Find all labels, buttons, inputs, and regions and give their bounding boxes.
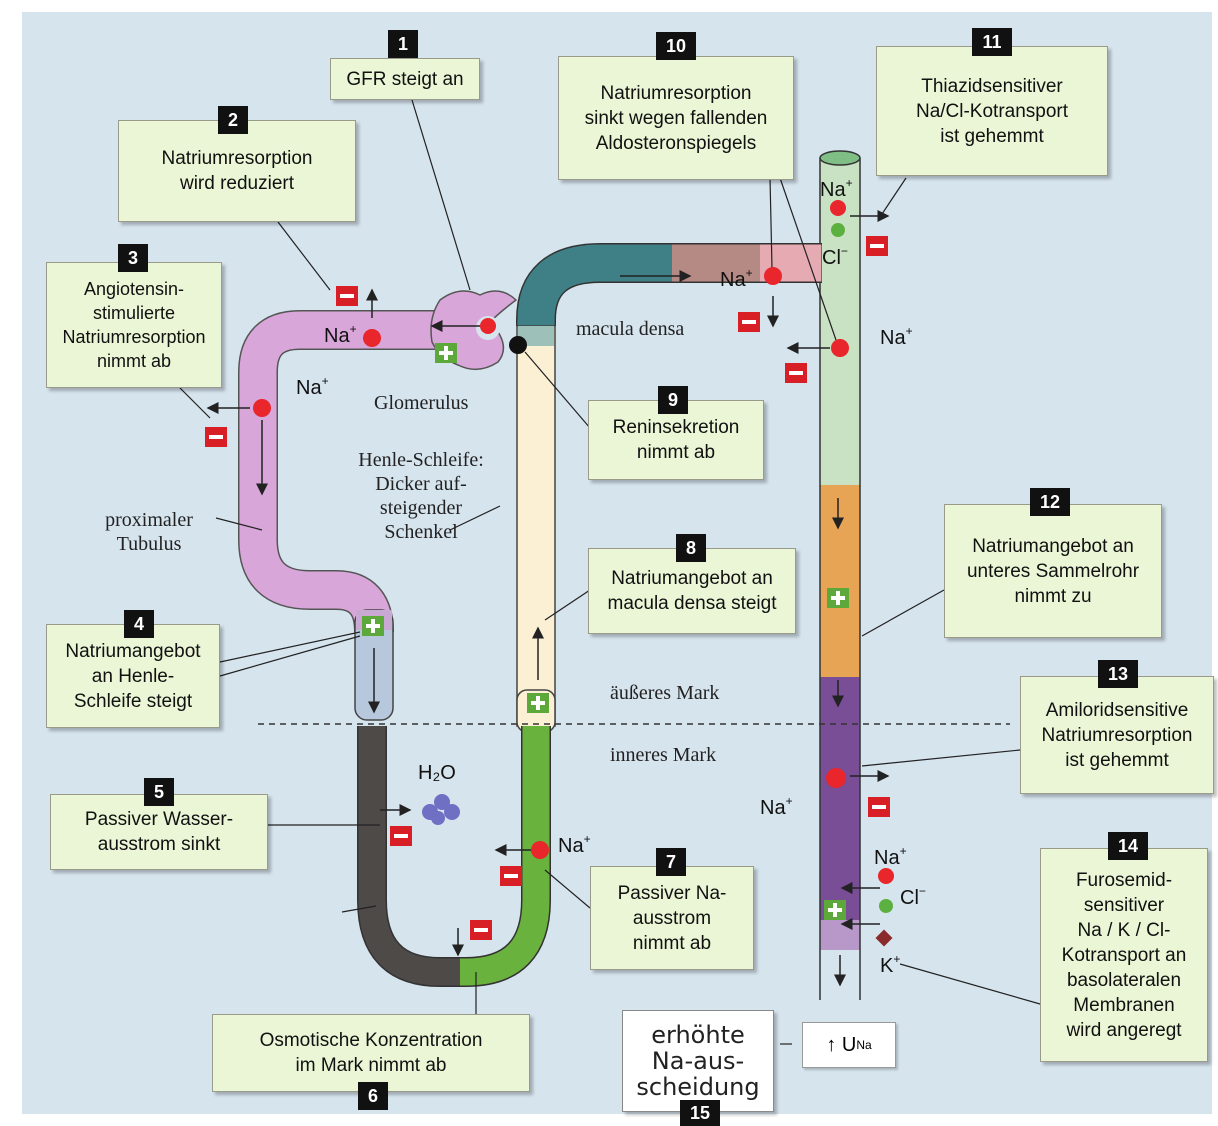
number-badge-9: 9 (658, 386, 688, 414)
ion-na-glomerular: Na+ (324, 322, 357, 347)
box-12: Natriumangebot an unteres Sammelrohr nim… (944, 504, 1162, 638)
ion-na-top: Na+ (820, 176, 853, 201)
potassium-diamond (875, 929, 893, 947)
distal-tubule (516, 243, 822, 326)
number-badge-7: 7 (656, 848, 686, 876)
box-11: Thiazidsensitiver Na/Cl-Kotransport ist … (876, 46, 1108, 176)
number-badge-6: 6 (358, 1082, 388, 1110)
ion-na-amiloride: Na+ (760, 794, 793, 819)
ion-na-furosemide: Na+ (874, 844, 907, 869)
chloride-dots (831, 223, 893, 913)
box-15: erhöhte Na-aus- scheidung (622, 1010, 774, 1112)
number-badge-4: 4 (124, 610, 154, 638)
ion-cl-top: Cl− (822, 244, 848, 269)
up-arrow-icon: ↑ (826, 1033, 837, 1056)
flow-arrows (256, 270, 846, 987)
transport-arrows (206, 210, 890, 957)
box-10: Natriumresorption sinkt wegen fallenden … (558, 56, 794, 180)
box-14: Furosemid- sensitiver Na / K / Cl- Kotra… (1040, 848, 1208, 1062)
box-3: Angiotensin- stimulierte Natriumresorpti… (46, 262, 222, 388)
number-badge-11: 11 (972, 28, 1012, 56)
number-badge-10: 10 (656, 32, 696, 60)
minus-badges (205, 236, 890, 940)
leader-lines (179, 99, 1041, 1045)
box-6: Osmotische Konzentration im Mark nimmt a… (212, 1014, 530, 1092)
ion-cl-furosemide: Cl− (900, 884, 926, 909)
plus-badges (362, 343, 849, 920)
water-cloud (422, 794, 460, 825)
number-badge-1: 1 (388, 30, 418, 58)
macula-densa-dot (509, 336, 527, 354)
label-proximal-tubule: proximaler Tubulus (105, 509, 193, 555)
sodium-dots (253, 200, 894, 884)
proximal-tubule (238, 310, 468, 721)
number-badge-8: 8 (676, 534, 706, 562)
box-2: Natriumresorption wird reduziert (118, 120, 356, 222)
box-1: GFR steigt an (330, 58, 480, 100)
box-8: Natriumangebot an macula densa steigt (588, 548, 796, 634)
loop-of-henle (357, 726, 551, 987)
label-water: H₂O (418, 762, 456, 784)
number-badge-13: 13 (1098, 660, 1138, 688)
number-badge-15: 15 (680, 1100, 720, 1126)
label-henle-loop: Henle-Schleife: Dicker auf- steigender S… (358, 449, 484, 543)
box-13: Amiloridsensitive Natriumresorption ist … (1020, 676, 1214, 794)
number-badge-12: 12 (1030, 488, 1070, 516)
thick-ascending-limb (516, 325, 556, 733)
box-4: Natriumangebot an Henle- Schleife steigt (46, 624, 220, 728)
label-macula-densa: macula densa (576, 318, 685, 340)
number-badge-14: 14 (1108, 832, 1148, 860)
label-outer-medulla: äußeres Mark (610, 682, 720, 704)
label-glomerulus: Glomerulus (374, 392, 469, 414)
number-badge-5: 5 (144, 778, 174, 806)
ion-na-distal: Na+ (720, 266, 753, 291)
ion-k-furosemide: K+ (880, 952, 901, 977)
ion-na-thin: Na+ (558, 832, 591, 857)
box-7: Passiver Na- ausstrom nimmt ab (590, 866, 754, 970)
ion-na-collecting: Na+ (880, 324, 913, 349)
number-badge-2: 2 (218, 106, 248, 134)
ion-na-proximal: Na+ (296, 374, 329, 399)
number-badge-3: 3 (118, 244, 148, 272)
collecting-duct (819, 150, 861, 1000)
label-inner-medulla: inneres Mark (610, 744, 717, 766)
